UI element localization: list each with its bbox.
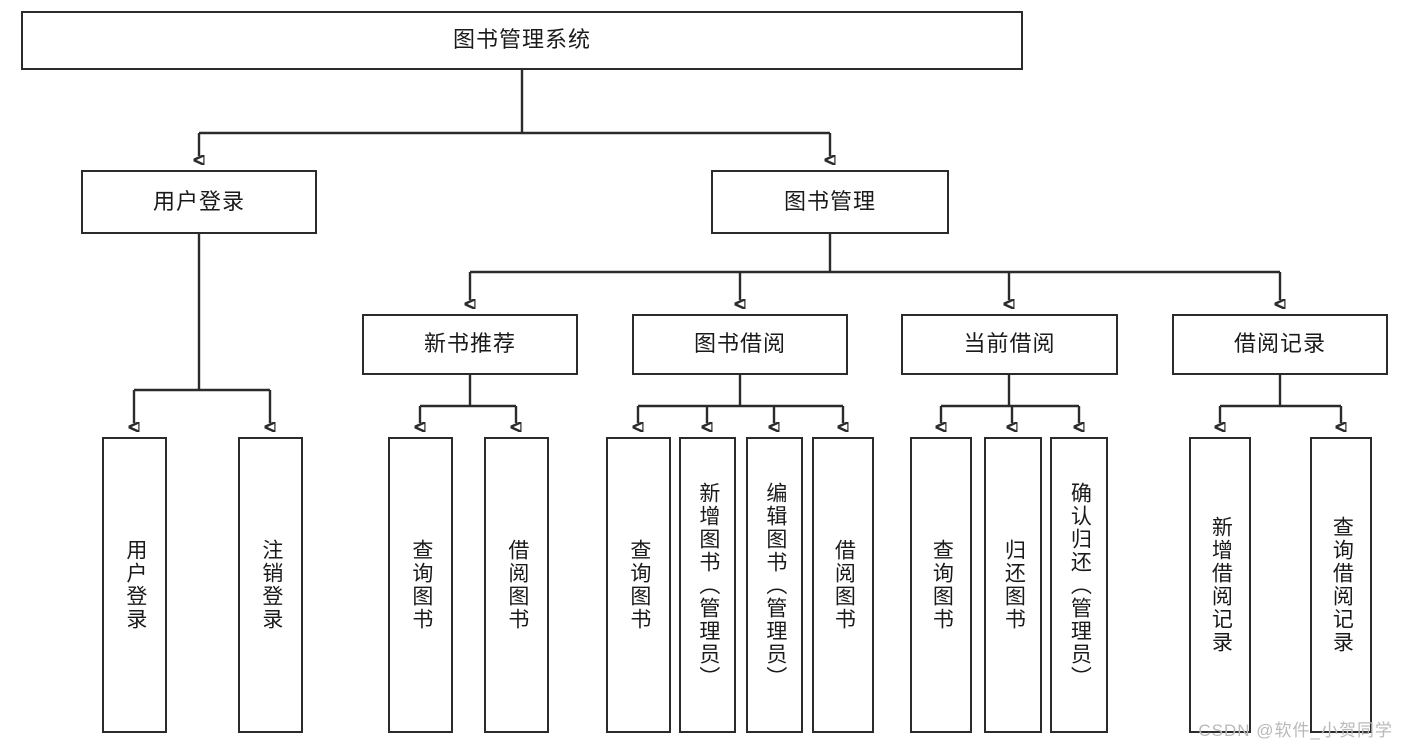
leaf-borrow-book-2-label: 借阅图书 [832,539,856,631]
node-current-borrow-label: 当前借阅 [963,331,1056,357]
leaf-add-record-label: 新增借阅记录 [1209,516,1233,654]
leaf-add-record[interactable]: 新增借阅记录 [1189,437,1251,733]
node-root[interactable]: 图书管理系统 [21,11,1023,70]
node-new-book-rec[interactable]: 新书推荐 [362,314,578,375]
node-borrow-record-label: 借阅记录 [1233,331,1326,357]
node-book-borrow-label: 图书借阅 [693,331,786,357]
node-new-book-rec-label: 新书推荐 [423,331,516,357]
leaf-query-record-label: 查询借阅记录 [1330,516,1354,654]
node-book-borrow[interactable]: 图书借阅 [632,314,848,375]
node-user-login-label: 用户登录 [152,188,245,214]
leaf-return-book[interactable]: 归还图书 [984,437,1042,733]
leaf-edit-book[interactable]: 编辑图书（管理员） [746,437,803,733]
leaf-confirm-return-label: 确认归还（管理员） [1068,481,1092,689]
leaf-return-book-label: 归还图书 [1002,539,1026,631]
leaf-confirm-return[interactable]: 确认归还（管理员） [1050,437,1108,733]
leaf-user-login-label: 用户登录 [123,539,147,631]
leaf-query-book-2[interactable]: 查询图书 [606,437,671,733]
leaf-user-login[interactable]: 用户登录 [102,437,167,733]
csdn-watermark: CSDN @软件_小贺同学 [1198,721,1393,740]
leaf-logout[interactable]: 注销登录 [238,437,303,733]
node-current-borrow[interactable]: 当前借阅 [901,314,1118,375]
leaf-query-book-3-label: 查询图书 [930,539,954,631]
leaf-logout-label: 注销登录 [259,539,283,631]
leaf-add-book[interactable]: 新增图书（管理员） [679,437,736,733]
leaf-query-book-2-label: 查询图书 [627,539,651,631]
node-book-manage[interactable]: 图书管理 [711,170,949,234]
node-borrow-record[interactable]: 借阅记录 [1172,314,1388,375]
leaf-borrow-book-2[interactable]: 借阅图书 [812,437,874,733]
leaf-edit-book-label: 编辑图书（管理员） [763,481,787,689]
leaf-borrow-book-1-label: 借阅图书 [505,539,529,631]
leaf-add-book-label: 新增图书（管理员） [696,481,720,689]
leaf-borrow-book-1[interactable]: 借阅图书 [484,437,549,733]
leaf-query-book-1[interactable]: 查询图书 [388,437,453,733]
leaf-query-record[interactable]: 查询借阅记录 [1310,437,1372,733]
node-user-login[interactable]: 用户登录 [81,170,317,234]
node-root-label: 图书管理系统 [452,27,591,53]
node-book-manage-label: 图书管理 [783,188,876,214]
leaf-query-book-1-label: 查询图书 [409,539,433,631]
leaf-query-book-3[interactable]: 查询图书 [910,437,972,733]
